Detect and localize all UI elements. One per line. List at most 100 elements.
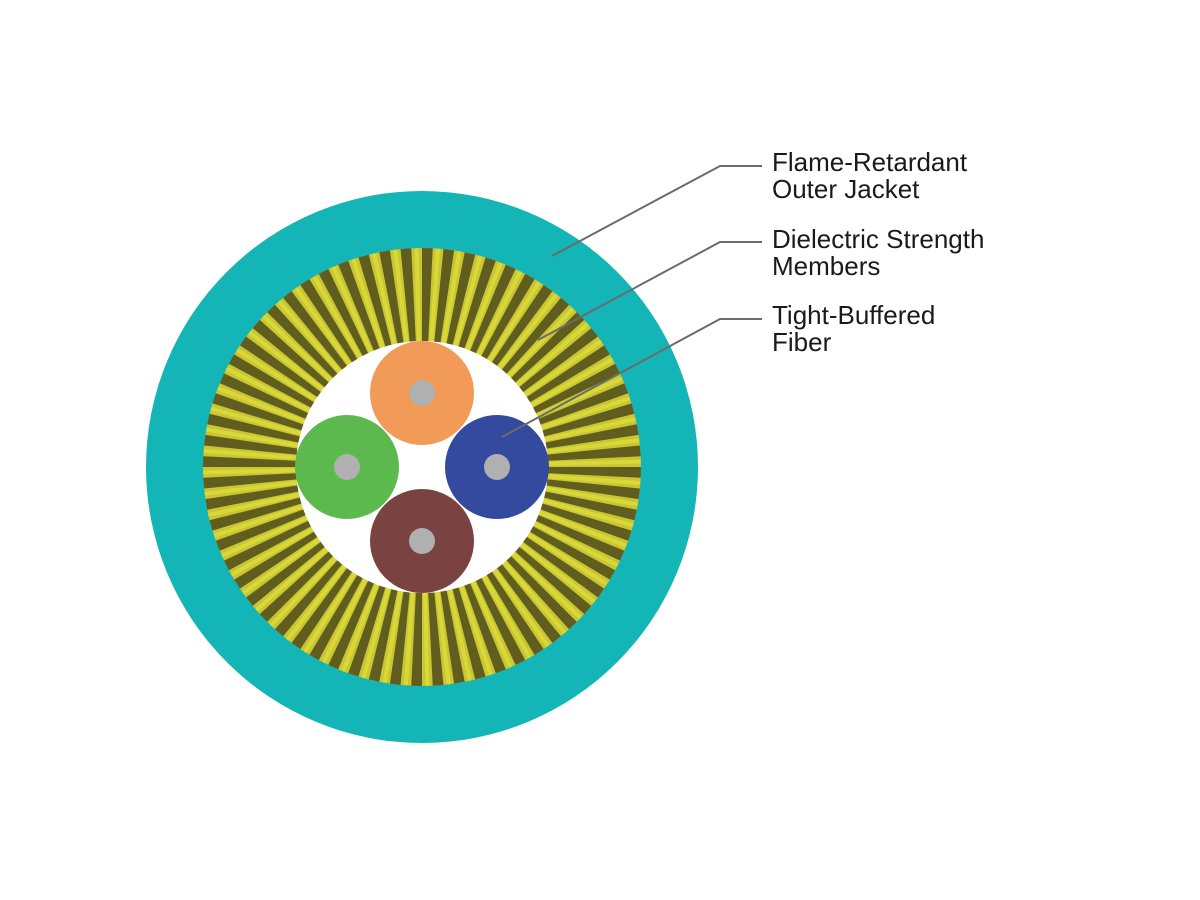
strength-strand-highlight bbox=[519, 542, 596, 603]
strength-strand-shadow bbox=[526, 524, 616, 580]
label-outer-jacket-line2: Outer Jacket bbox=[772, 174, 920, 204]
label-tight-buffered-fiber: Tight-Buffered Fiber bbox=[772, 302, 935, 356]
strength-strand-highlight bbox=[515, 323, 589, 387]
strength-strand-shadow bbox=[215, 508, 310, 551]
strength-strand-highlight bbox=[537, 510, 627, 548]
strength-strand-shadow bbox=[246, 539, 328, 606]
strength-strand-highlight bbox=[545, 438, 640, 454]
leader-line-strength bbox=[537, 241, 762, 341]
strength-strand-highlight bbox=[492, 568, 549, 647]
strength-strand-highlight bbox=[414, 248, 421, 344]
strength-strand-highlight bbox=[545, 474, 641, 485]
strength-strand-shadow bbox=[474, 574, 526, 665]
strength-strand-shadow bbox=[368, 585, 399, 682]
strength-strand-shadow bbox=[291, 564, 355, 650]
strength-strand-shadow bbox=[457, 257, 496, 353]
strength-strand-highlight bbox=[526, 532, 608, 586]
strength-strand-shadow bbox=[534, 383, 629, 426]
strength-strand-shadow bbox=[519, 534, 605, 598]
label-outer-jacket-line1: Flame-Retardant bbox=[772, 147, 968, 177]
label-tight-buffered-fiber-line1: Tight-Buffered bbox=[772, 300, 936, 330]
leader-line-fiber bbox=[501, 318, 762, 438]
strength-strand-shadow bbox=[203, 456, 301, 467]
strength-strand-highlight bbox=[270, 556, 338, 627]
strength-strand-shadow bbox=[234, 529, 321, 589]
label-outer-jacket: Flame-Retardant Outer Jacket bbox=[772, 149, 967, 203]
strength-strand-highlight bbox=[226, 367, 312, 413]
label-strength-members-line2: Members bbox=[772, 251, 881, 281]
strength-strand-highlight bbox=[471, 580, 512, 668]
strength-strand-shadow bbox=[484, 568, 544, 655]
strength-strand-highlight bbox=[423, 590, 430, 686]
strength-strand-shadow bbox=[209, 496, 306, 531]
strength-strand-highlight bbox=[544, 486, 638, 507]
leader-line-jacket bbox=[551, 165, 762, 257]
strength-strand-shadow bbox=[389, 587, 411, 685]
strength-strand-shadow bbox=[541, 424, 639, 450]
strength-strand-shadow bbox=[300, 279, 360, 366]
strength-strand-shadow bbox=[523, 345, 610, 405]
strength-strand-shadow bbox=[508, 312, 585, 386]
strength-strand-highlight bbox=[453, 255, 482, 348]
strength-strand-highlight bbox=[382, 589, 403, 683]
strength-strand-highlight bbox=[476, 271, 522, 357]
tight-buffered-fiber-green bbox=[295, 415, 399, 519]
strength-strand-highlight bbox=[322, 577, 368, 663]
strength-strand-highlight bbox=[542, 417, 636, 442]
strength-strand-highlight bbox=[429, 248, 440, 344]
strength-strand-highlight bbox=[502, 560, 566, 634]
strength-strand-shadow bbox=[543, 445, 641, 462]
strength-strand-highlight bbox=[221, 516, 309, 557]
strength-strand-highlight bbox=[203, 468, 299, 475]
strength-strand-shadow bbox=[463, 579, 506, 674]
inner-core bbox=[296, 341, 548, 593]
strength-strand-highlight bbox=[539, 396, 631, 430]
strength-strand-shadow bbox=[503, 553, 577, 630]
strength-strand-shadow bbox=[422, 248, 433, 346]
strength-strand-shadow bbox=[328, 577, 376, 670]
strength-strand-highlight bbox=[217, 386, 307, 424]
strength-strand-shadow bbox=[318, 269, 370, 360]
strength-strand-shadow bbox=[274, 557, 345, 637]
strength-strand-shadow bbox=[207, 413, 304, 444]
tight-buffered-fiber-orange bbox=[370, 341, 474, 445]
strength-strand-shadow bbox=[439, 586, 465, 684]
strength-strand-shadow bbox=[228, 354, 318, 410]
strength-strand-shadow bbox=[338, 260, 381, 355]
strength-strand-highlight bbox=[393, 249, 409, 344]
strength-strand-highlight bbox=[208, 492, 302, 517]
strength-strand-highlight bbox=[255, 547, 329, 611]
strength-strand-highlight bbox=[236, 348, 318, 402]
strength-strand-highlight bbox=[529, 358, 613, 407]
strength-strand-highlight bbox=[313, 276, 362, 360]
strength-strand-shadow bbox=[489, 284, 553, 370]
label-tight-buffered-fiber-line2: Fiber bbox=[772, 327, 832, 357]
strength-strand-shadow bbox=[219, 373, 312, 421]
strength-strand-shadow bbox=[252, 319, 332, 390]
strength-strand-highlight bbox=[248, 331, 325, 392]
strength-strand-shadow bbox=[259, 548, 336, 622]
strength-strand-shadow bbox=[358, 254, 393, 351]
strength-strand-shadow bbox=[400, 248, 417, 346]
strength-strand-shadow bbox=[532, 513, 625, 561]
strength-strand-shadow bbox=[512, 544, 592, 615]
strength-strand-shadow bbox=[411, 588, 422, 686]
strength-strand-highlight bbox=[295, 287, 352, 366]
strength-strand-shadow bbox=[494, 561, 561, 643]
strength-strand-highlight bbox=[497, 293, 558, 370]
strength-strand-highlight bbox=[278, 300, 342, 374]
strength-strand-shadow bbox=[427, 588, 444, 686]
strength-strand-shadow bbox=[204, 434, 302, 456]
label-strength-members-line1: Dielectric Strength bbox=[772, 224, 985, 254]
strength-strand-shadow bbox=[479, 273, 535, 363]
strength-strand-highlight bbox=[482, 574, 531, 658]
strength-strand-highlight bbox=[242, 537, 321, 594]
strength-strand-shadow bbox=[309, 571, 365, 661]
strength-strand-highlight bbox=[523, 340, 602, 397]
strength-strand-shadow bbox=[379, 250, 405, 348]
strength-strand-highlight bbox=[506, 307, 574, 378]
strength-strand-highlight bbox=[545, 459, 641, 466]
tight-buffered-fiber-blue bbox=[445, 415, 549, 519]
strength-strand-highlight bbox=[286, 564, 347, 641]
